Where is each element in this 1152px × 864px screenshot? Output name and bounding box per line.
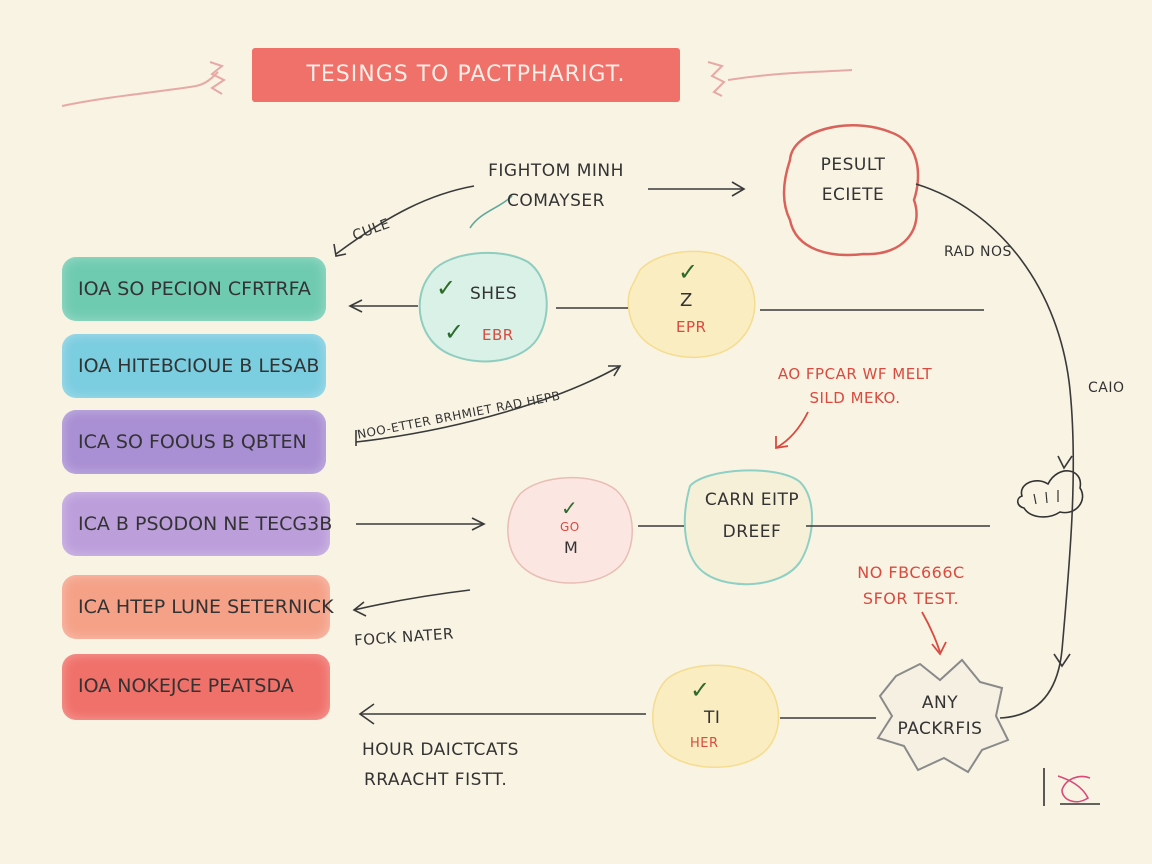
left-block-4[interactable]: ICA B PSODON NE TECG3B <box>62 492 333 556</box>
top-node-line2: COMAYSER <box>507 191 605 211</box>
signature-mark <box>1043 768 1100 806</box>
blob-carn-line1: CARN EITP <box>704 490 800 510</box>
left-block-2-label: IOA HITEBCIOUE B LESAB <box>78 355 320 377</box>
edge-label-cao: CAIO <box>1088 380 1125 396</box>
left-block-6-label: IOA NOKEJCE PEATSDA <box>78 675 294 697</box>
checkmark-icon: ✓ <box>436 274 457 302</box>
banner-wing-right <box>727 69 853 81</box>
blob-carn-line2: DREEF <box>722 522 782 542</box>
arrow-head-m <box>471 517 486 531</box>
arrow-to-block5 <box>353 589 471 611</box>
arrow-diag-up <box>355 365 621 443</box>
loop-result-to-any <box>915 183 1075 719</box>
edge-label-rad-nos: RAD NOS <box>944 244 1012 260</box>
red-arrow-b-head <box>931 641 947 656</box>
left-block-5[interactable]: ICA HTEP LUNE SETERNICK <box>62 575 334 639</box>
arrow-head-loop-any <box>1053 653 1071 668</box>
blob-shes-line1: SHES <box>470 284 518 304</box>
blob-carn-shape <box>683 469 813 586</box>
result-node-label: PESULT ECIETE <box>790 150 916 210</box>
arrow-head-diag <box>608 365 622 377</box>
arrow-head-loop-cloud <box>1057 455 1073 470</box>
blob-z-shape <box>627 250 756 359</box>
left-block-6[interactable]: IOA NOKEJCE PEATSDA <box>62 654 330 720</box>
arrow-head-block6 <box>358 703 375 725</box>
top-node-label: FIGHTOM MINH COMAYSER <box>466 156 646 216</box>
annotation-a-line2: SILD MEKO. <box>809 389 901 407</box>
blob-z-line1: Z <box>680 290 693 311</box>
arrow-head-result <box>731 181 746 197</box>
edge-label-hour-1: HOUR DAICTCATS <box>362 740 519 760</box>
red-arrow-a <box>775 411 809 449</box>
connectors <box>333 181 1075 725</box>
annotation-b: NO FBC666C SFOR TEST. <box>826 560 996 612</box>
blob-m-line1: GO <box>560 520 580 534</box>
squiggle-top <box>469 195 513 229</box>
blob-ti-line2: HER <box>690 736 719 751</box>
blob-z-line2: EPR <box>676 318 707 336</box>
banner-wing-left-curl <box>209 61 226 95</box>
checkmark-icon: ✓ <box>561 496 578 520</box>
result-node-line2: ECIETE <box>821 185 885 205</box>
annotation-a: AO FPCAR WF MELT SILD MEKO. <box>760 362 950 410</box>
annotation-a-line1: AO FPCAR WF MELT <box>777 365 933 383</box>
red-arrow-a-head <box>775 436 789 450</box>
title-banner-text: TESINGS TO PACTPHARIGT. <box>306 62 626 87</box>
annotation-b-line1: NO FBC666C <box>857 563 965 582</box>
checkmark-icon: ✓ <box>444 318 465 346</box>
checkmark-icon: ✓ <box>678 258 699 286</box>
left-block-5-label: ICA HTEP LUNE SETERNICK <box>78 596 334 618</box>
blob-m-shape <box>507 476 633 584</box>
blob-shes-line2: EBR <box>482 326 514 344</box>
red-arrow-b <box>921 611 941 653</box>
result-node-shape <box>782 124 920 257</box>
blob-shes-shape <box>418 251 548 363</box>
blob-any-line1: ANY <box>921 693 959 713</box>
banner-wing-right-curl <box>707 61 726 97</box>
left-block-1[interactable]: IOA SO PECION CFRTRFA <box>62 257 326 321</box>
blob-ti-line1: TI <box>704 708 721 728</box>
left-block-3-label: ICA SO FOOUS B QBTEN <box>78 431 307 453</box>
arrow-head-block1 <box>348 299 363 313</box>
blob-any-label: ANY PACKRFIS <box>872 690 1008 742</box>
blob-m-line2: M <box>564 538 579 557</box>
cloud-connector <box>1016 470 1084 518</box>
checkmark-icon: ✓ <box>690 676 711 704</box>
blob-any-line2: PACKRFIS <box>897 719 983 739</box>
top-node-line1: FIGHTOM MINH <box>488 161 624 181</box>
annotation-b-line2: SFOR TEST. <box>862 589 960 608</box>
left-block-2[interactable]: IOA HITEBCIOUE B LESAB <box>62 334 326 398</box>
left-block-1-label: IOA SO PECION CFRTRFA <box>78 278 311 300</box>
annotation-arrows <box>775 411 947 656</box>
blob-ti-shape <box>652 664 780 768</box>
result-node-line1: PESULT <box>820 155 886 175</box>
blob-any-shape <box>876 658 1010 774</box>
arrow-head-block5 <box>352 601 367 617</box>
left-block-3[interactable]: ICA SO FOOUS B QBTEN <box>62 410 326 474</box>
title-banner: TESINGS TO PACTPHARIGT. <box>252 48 680 102</box>
left-block-4-label: ICA B PSODON NE TECG3B <box>78 513 333 535</box>
blob-carn-label: CARN EITP DREEF <box>690 484 814 548</box>
edge-label-hour-2: RRAACHT FISTT. <box>364 770 508 790</box>
cloud-detail <box>1033 490 1059 505</box>
arrow-head-cule <box>333 243 347 257</box>
banner-wing-left <box>61 71 219 107</box>
arrow-top-to-cule <box>335 185 475 255</box>
